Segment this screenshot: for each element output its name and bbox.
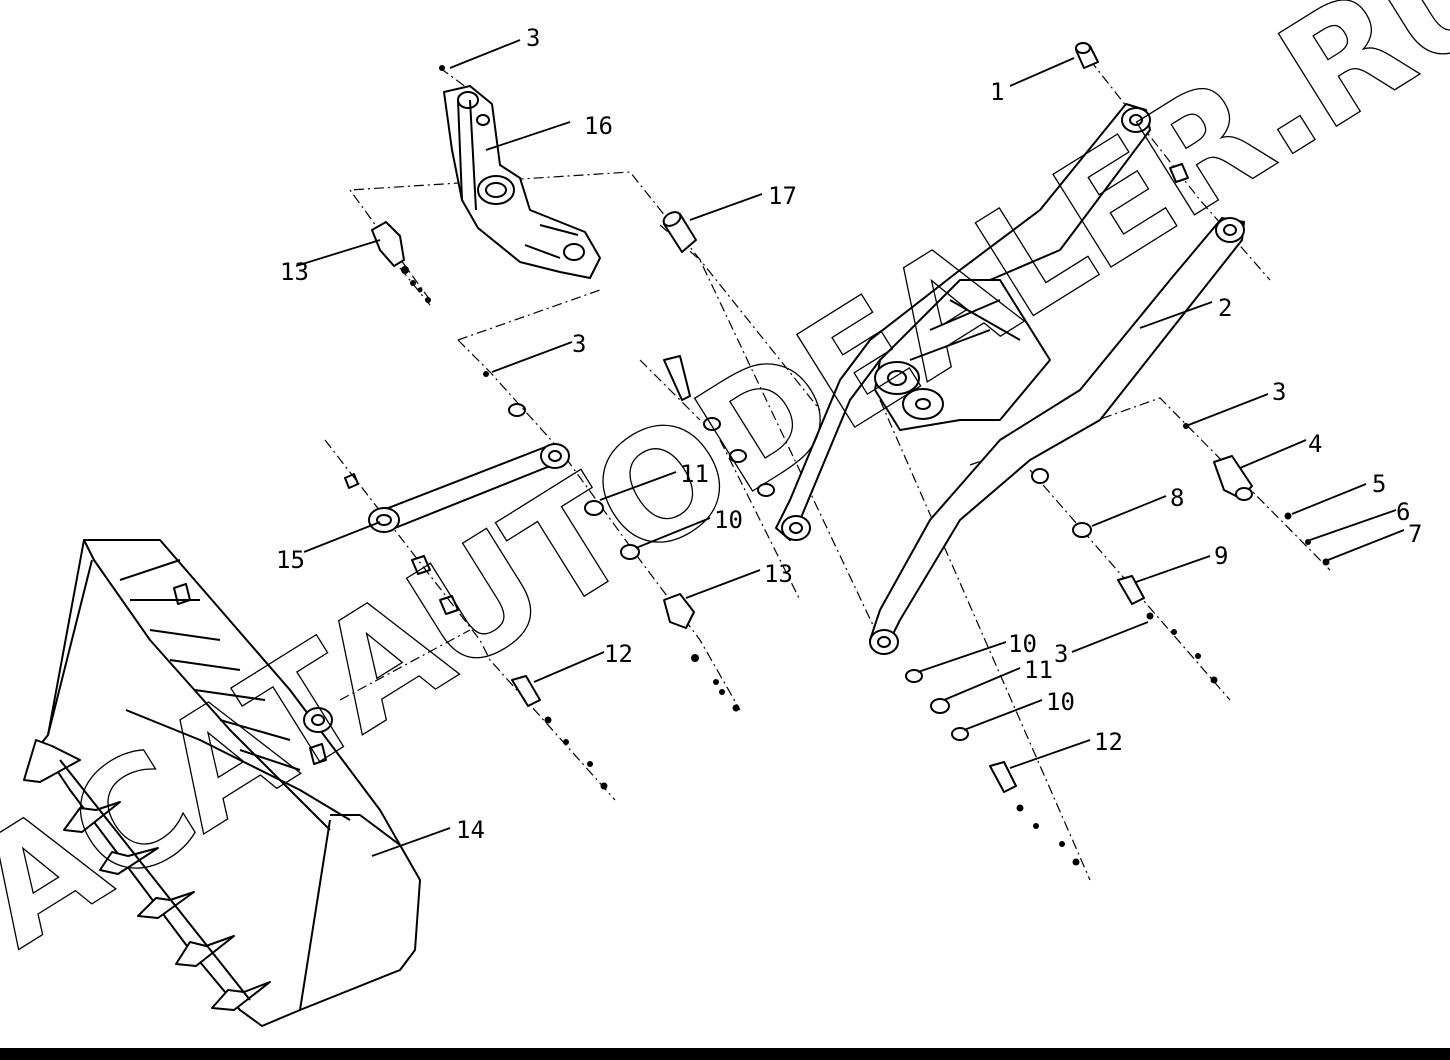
callout-7: 7 (1408, 520, 1422, 548)
callout-5: 5 (1372, 470, 1386, 498)
callout-15: 15 (276, 546, 305, 574)
callout-12-left: 12 (604, 640, 633, 668)
callout-3-top: 3 (526, 24, 540, 52)
leader-lines (295, 39, 1405, 857)
callout-12-right: 12 (1094, 728, 1123, 756)
pin-13-upper (371, 221, 431, 303)
callout-11-left: 11 (680, 460, 709, 488)
bucket-14 (23, 539, 421, 1027)
callout-1: 1 (990, 78, 1004, 106)
callout-10-right-b: 10 (1046, 688, 1075, 716)
bottom-border-bar (0, 1048, 1450, 1060)
callout-3-right: 3 (1272, 378, 1286, 406)
callout-14: 14 (456, 816, 485, 844)
callout-11-right: 11 (1024, 656, 1053, 684)
callout-3-mid: 3 (572, 330, 586, 358)
callout-13-upper: 13 (280, 258, 309, 286)
bushing-1 (1075, 42, 1189, 183)
callout-13-mid: 13 (764, 560, 793, 588)
callout-10-left: 10 (714, 506, 743, 534)
callout-9: 9 (1214, 542, 1228, 570)
link-rod-15 (344, 403, 570, 615)
callout-6: 6 (1396, 498, 1410, 526)
sleeve-17 (662, 211, 697, 253)
callout-2: 2 (1218, 294, 1232, 322)
bell-crank-16 (443, 85, 601, 279)
callout-labels: 3 16 13 17 1 2 3 11 10 15 13 12 3 4 5 6 … (276, 24, 1422, 844)
boom-arm-2 (775, 103, 1245, 655)
callout-3-lower: 3 (1054, 640, 1068, 668)
callout-10-right-a: 10 (1008, 630, 1037, 658)
callout-17: 17 (768, 182, 797, 210)
pin-assemblies (439, 65, 1330, 866)
callout-8: 8 (1170, 484, 1184, 512)
callout-16: 16 (584, 112, 613, 140)
callout-4: 4 (1308, 430, 1322, 458)
